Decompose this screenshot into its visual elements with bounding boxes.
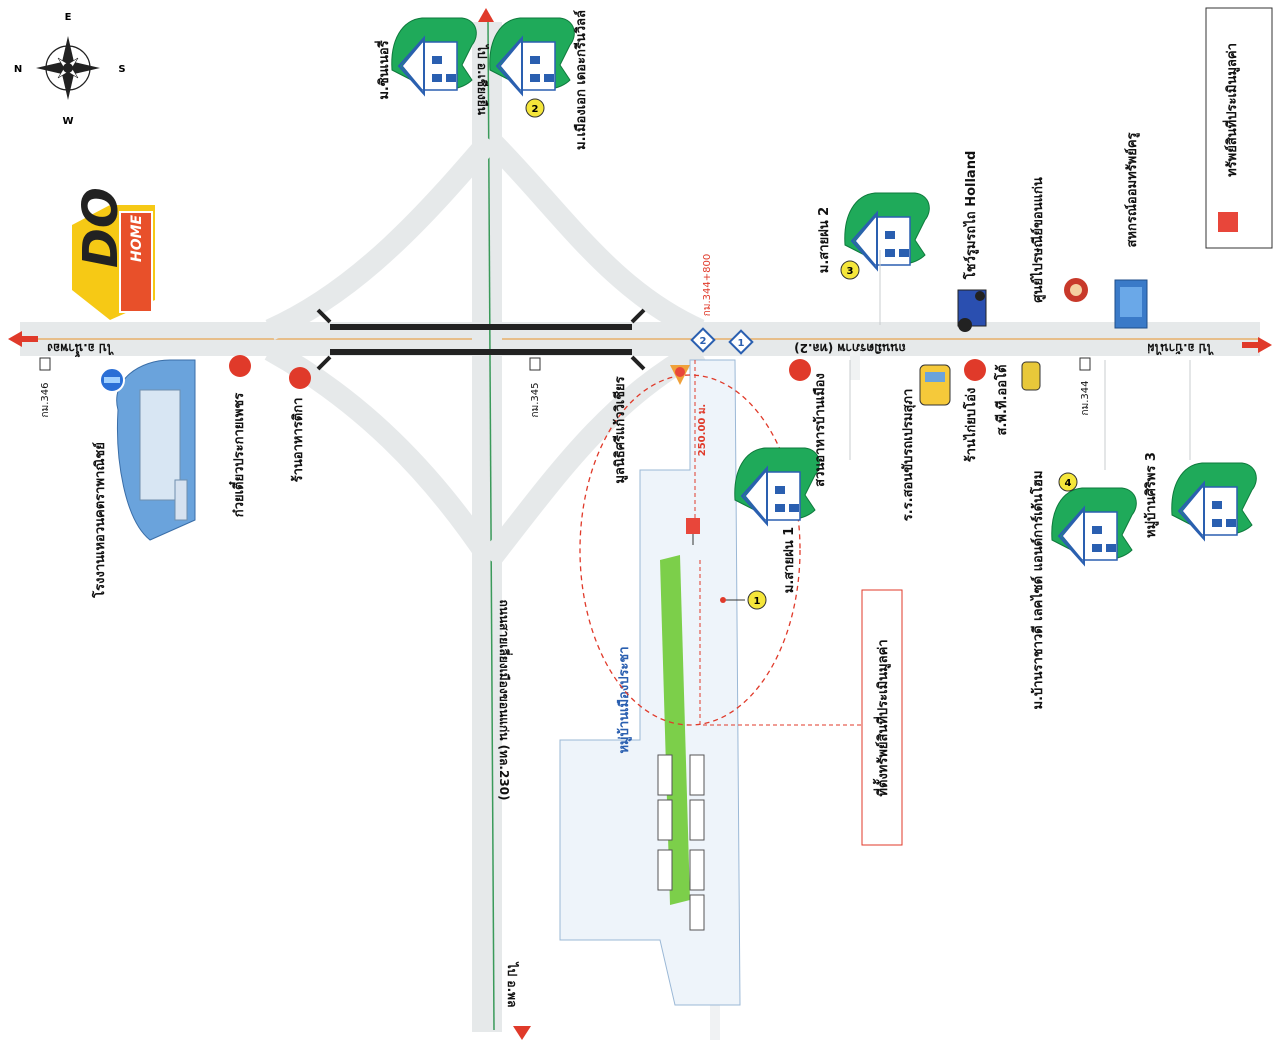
svg-text:3: 3 xyxy=(847,266,854,277)
village-siriporn3-label: หมู่บ้านศิริพร 3 xyxy=(1143,452,1159,538)
svg-text:N: N xyxy=(14,64,22,75)
arrow-up-icon xyxy=(478,8,494,22)
legend-label: ทรัพย์สินที่ประเมินมูลค่า xyxy=(1222,43,1240,177)
km-marker-344-800: กม.344+800 xyxy=(702,254,713,316)
overpass-bar-bottom xyxy=(330,349,632,355)
road-label-ring: ถนนสายเลี่ยงเมืองขอนแก่น (ทล.230) xyxy=(497,599,513,800)
driving-school-label: ร.ร.สอนขับรถเปรมสุภา xyxy=(901,389,916,522)
noodle-label: ก๋วยเตี๋ยวประกายเพชร xyxy=(228,393,247,517)
post-label: ศูนย์ไปรษณีย์ขอนแก่น xyxy=(1029,177,1046,303)
arrow-right-icon xyxy=(1258,337,1272,353)
marker-1 xyxy=(747,590,767,610)
dohome-home: HOME xyxy=(129,214,145,262)
svg-text:E: E xyxy=(65,12,72,23)
arrow-left-icon xyxy=(8,331,22,347)
legend-box xyxy=(1205,7,1273,249)
village-mueangek-label: ม.เมืองเอก เดอะกรีนวิลล์ xyxy=(573,10,589,150)
house-icon-sinnaeri xyxy=(390,16,478,95)
village-banrachathan-label: ม.บ้านราชาวดี เลคไซด์ แอนด์การ์เด้นโฮม xyxy=(1029,471,1046,710)
factory-label: โรงงานเหอวนคตราพาณิชย์ xyxy=(91,442,108,599)
house-icon-banrachathan xyxy=(1050,487,1138,565)
village-mueangpracha-label: หมู่บ้านเมืองประชา xyxy=(616,646,632,753)
callout-box xyxy=(861,589,903,846)
car-icon xyxy=(1021,361,1041,391)
ptt-auto-label: ส.พี.ที.ออโต้ xyxy=(993,365,1010,436)
road-label-mittraphap: ถนนมิตรภาพ (ทล.2) xyxy=(794,341,906,355)
bank-icon xyxy=(1114,279,1148,329)
svg-text:2: 2 xyxy=(700,336,707,347)
dohome-logo: DO HOME xyxy=(72,187,155,320)
factory-icon xyxy=(116,359,196,541)
km-marker-344: กม.344 xyxy=(1079,357,1091,416)
restaurant-tika-label: ร้านอาหารติกา xyxy=(290,398,306,483)
svg-text:2: 2 xyxy=(532,104,539,115)
svg-text:1: 1 xyxy=(754,596,761,607)
radius-circle xyxy=(579,374,801,726)
village-saiphon1-label: ม.สายฝน 1 xyxy=(782,527,797,593)
svg-text:S: S xyxy=(118,64,125,75)
distance-label: 250.00 ม. xyxy=(697,404,708,456)
km-marker-345: กม.345 xyxy=(529,357,541,418)
svg-text:4: 4 xyxy=(1065,478,1072,489)
marker-3 xyxy=(840,260,860,280)
road-label-banphai: ไป อ.บ้านไผ่ xyxy=(1147,341,1214,356)
marker-2 xyxy=(525,98,545,118)
house-icon-mueangek xyxy=(488,16,576,95)
road-label-phon: ไป อ.พล xyxy=(505,961,520,1008)
restaurant-icon xyxy=(229,355,986,389)
village-sinnaeri-label: ม.ซินเนอรี่ xyxy=(374,40,392,99)
garden-restaurant-label: สวนอาหารบ้านเมือง xyxy=(812,373,828,487)
svg-text:W: W xyxy=(62,116,73,127)
callout-text: ที่ตั้งทรัพย์สินที่ประเมินมูลค่า xyxy=(872,639,891,796)
road-label-namphong: ไป อ.น้ำพอง xyxy=(47,341,115,358)
km-marker-346: กม.346 xyxy=(39,357,51,418)
svg-text:1: 1 xyxy=(738,338,745,349)
overpass-bar-top xyxy=(330,324,632,330)
house-icon-saiphon1 xyxy=(733,447,821,525)
svg-text:กม.346: กม.346 xyxy=(40,383,51,418)
house-icon-saiphon2 xyxy=(843,192,931,270)
dohome-do: DO xyxy=(73,187,129,268)
marker-4 xyxy=(1058,472,1078,492)
svg-text:กม.345: กม.345 xyxy=(530,383,541,418)
shrine-label: มูลนิธิศรีแก้ววิเชียร xyxy=(612,376,628,483)
arrow-down-icon xyxy=(513,1026,531,1040)
coop-label: สหกรณ์ออมทรัพย์ครู xyxy=(1124,132,1140,247)
road-sign-1 xyxy=(728,329,754,355)
holland-label: โชว์รูมรถไถ Holland xyxy=(962,151,979,281)
road-sign-2 xyxy=(690,327,716,353)
road-label-chiangyuen: ไป อ.เชียงยืน xyxy=(475,43,490,116)
compass-rose-icon xyxy=(36,36,100,100)
village-saiphon2-label: ม.สายฝน 2 xyxy=(817,207,832,273)
svg-text:กม.344: กม.344 xyxy=(1080,381,1091,416)
post-icon xyxy=(1064,278,1088,302)
shop-label: ร้านไก่ยบโอ่ง xyxy=(962,388,979,463)
tractor-icon xyxy=(957,289,987,332)
legend-swatch xyxy=(1218,212,1238,232)
house-icon-siriporn3 xyxy=(1170,462,1258,540)
property-marker xyxy=(686,518,700,534)
school-bus-icon xyxy=(919,364,951,406)
shrine-icon xyxy=(670,365,690,385)
